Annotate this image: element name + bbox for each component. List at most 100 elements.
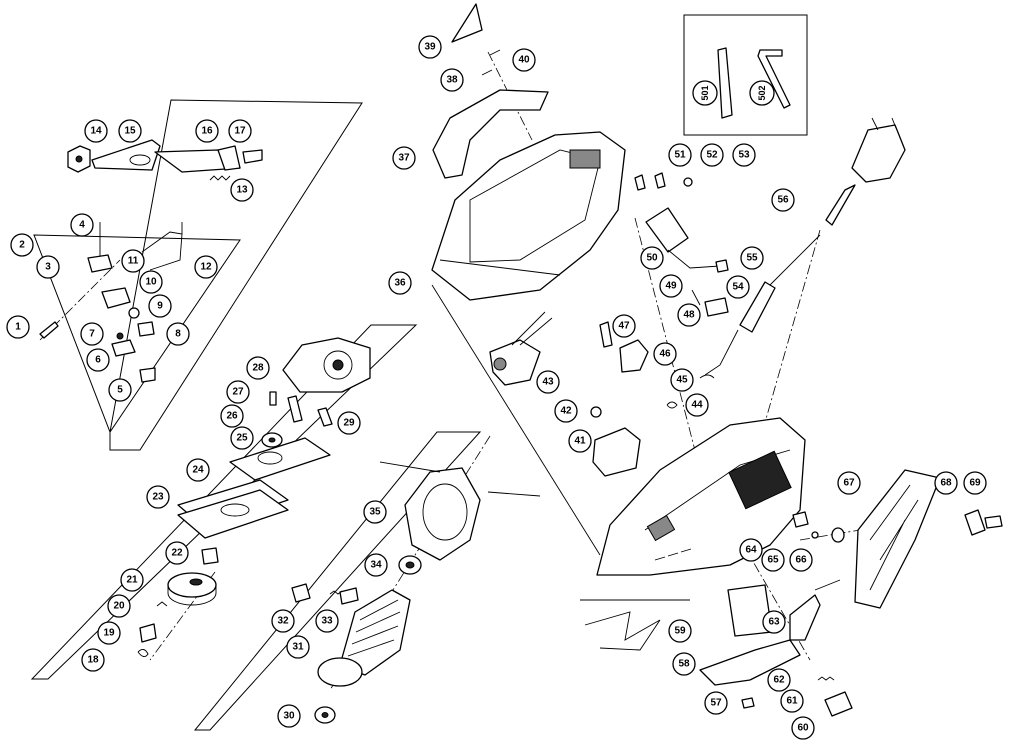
part-callout-7: 7	[80, 322, 104, 346]
callout-number: 3	[45, 262, 51, 273]
callout-number: 15	[124, 126, 136, 137]
part-callout-63: 63	[762, 610, 786, 634]
callout-circle	[791, 716, 815, 740]
callout-circle	[228, 119, 252, 143]
callout-number: 48	[683, 310, 695, 321]
callout-number: 55	[746, 253, 758, 264]
part-callout-501: 501	[692, 80, 718, 106]
callout-circle	[194, 255, 218, 279]
callout-circle	[568, 429, 592, 453]
callout-circle	[677, 303, 701, 327]
callout-number: 21	[126, 575, 138, 586]
part-callout-33: 33	[315, 609, 339, 633]
part-callout-29: 29	[337, 411, 361, 435]
callout-number: 62	[773, 675, 785, 686]
part-callout-25: 25	[230, 426, 254, 450]
part-callout-4: 4	[70, 213, 94, 237]
callout-circle	[740, 246, 764, 270]
part-callout-65: 65	[761, 548, 785, 572]
callout-circle	[230, 426, 254, 450]
callout-circle	[670, 368, 694, 392]
base-and-accessory-parts	[584, 47, 1003, 717]
part-callout-36: 36	[388, 271, 412, 295]
callout-circle	[440, 68, 464, 92]
callout-circle	[726, 275, 750, 299]
part-callout-27: 27	[226, 380, 250, 404]
callout-circle	[392, 146, 416, 170]
callout-number: 26	[226, 411, 238, 422]
callout-number: 36	[394, 278, 406, 289]
callout-circle	[36, 255, 60, 279]
part-callout-54: 54	[726, 275, 750, 299]
callout-circle	[732, 143, 756, 167]
callout-circle	[6, 315, 30, 339]
part-callout-28: 28	[246, 356, 270, 380]
callout-number: 66	[795, 555, 807, 566]
part-callout-24: 24	[186, 458, 210, 482]
gear-train-parts	[137, 337, 371, 657]
callout-number: 37	[398, 153, 410, 164]
callout-number: 41	[574, 436, 586, 447]
part-callout-47: 47	[612, 314, 636, 338]
callout-circle	[554, 399, 578, 423]
callout-circle	[271, 609, 295, 633]
callout-circle	[761, 548, 785, 572]
part-callout-57: 57	[704, 691, 728, 715]
callout-number: 43	[542, 377, 554, 388]
callout-circle	[685, 393, 709, 417]
callout-number: 61	[786, 696, 798, 707]
part-callout-66: 66	[789, 548, 813, 572]
part-callout-19: 19	[97, 621, 121, 645]
part-callout-14: 14	[84, 119, 108, 143]
callout-circle	[363, 500, 387, 524]
callout-circle	[246, 356, 270, 380]
callout-circle	[780, 689, 804, 713]
part-callout-2: 2	[10, 233, 34, 257]
callout-circle	[512, 48, 536, 72]
callout-circle	[739, 538, 763, 562]
part-callout-22: 22	[165, 541, 189, 565]
part-callout-58: 58	[672, 652, 696, 676]
callout-number: 5	[117, 385, 123, 396]
callout-circle	[418, 35, 442, 59]
part-callout-40: 40	[512, 48, 536, 72]
part-callout-53: 53	[732, 143, 756, 167]
callout-circle	[749, 80, 775, 106]
callout-number: 25	[236, 433, 248, 444]
callout-number: 50	[646, 253, 658, 264]
callout-number: 35	[369, 507, 381, 518]
callout-number: 502	[757, 85, 767, 100]
part-callout-502: 502	[749, 80, 775, 106]
callout-circle	[120, 568, 144, 592]
callout-circle	[10, 233, 34, 257]
part-callout-10: 10	[139, 270, 163, 294]
callout-circle	[668, 619, 692, 643]
callout-circle	[146, 485, 170, 509]
part-callout-30: 30	[277, 704, 301, 728]
part-callout-43: 43	[536, 370, 560, 394]
callout-number: 32	[277, 616, 289, 627]
callout-number: 501	[700, 85, 710, 100]
callout-circle	[86, 348, 110, 372]
callout-circle	[364, 553, 388, 577]
part-callout-20: 20	[107, 594, 131, 618]
callout-circle	[704, 691, 728, 715]
callout-number: 12	[200, 262, 212, 273]
group-frames	[30, 14, 808, 731]
part-callout-41: 41	[568, 429, 592, 453]
callout-circle	[230, 178, 254, 202]
callout-number: 54	[732, 282, 744, 293]
callout-circle	[672, 652, 696, 676]
callout-circle	[220, 404, 244, 428]
part-callout-31: 31	[286, 635, 310, 659]
callout-circle	[186, 458, 210, 482]
callout-circle	[789, 548, 813, 572]
part-callout-26: 26	[220, 404, 244, 428]
callout-circle	[70, 213, 94, 237]
part-callout-44: 44	[685, 393, 709, 417]
callout-circle	[148, 294, 172, 318]
callout-circle	[165, 541, 189, 565]
callout-number: 53	[738, 150, 750, 161]
callout-number: 14	[90, 126, 102, 137]
